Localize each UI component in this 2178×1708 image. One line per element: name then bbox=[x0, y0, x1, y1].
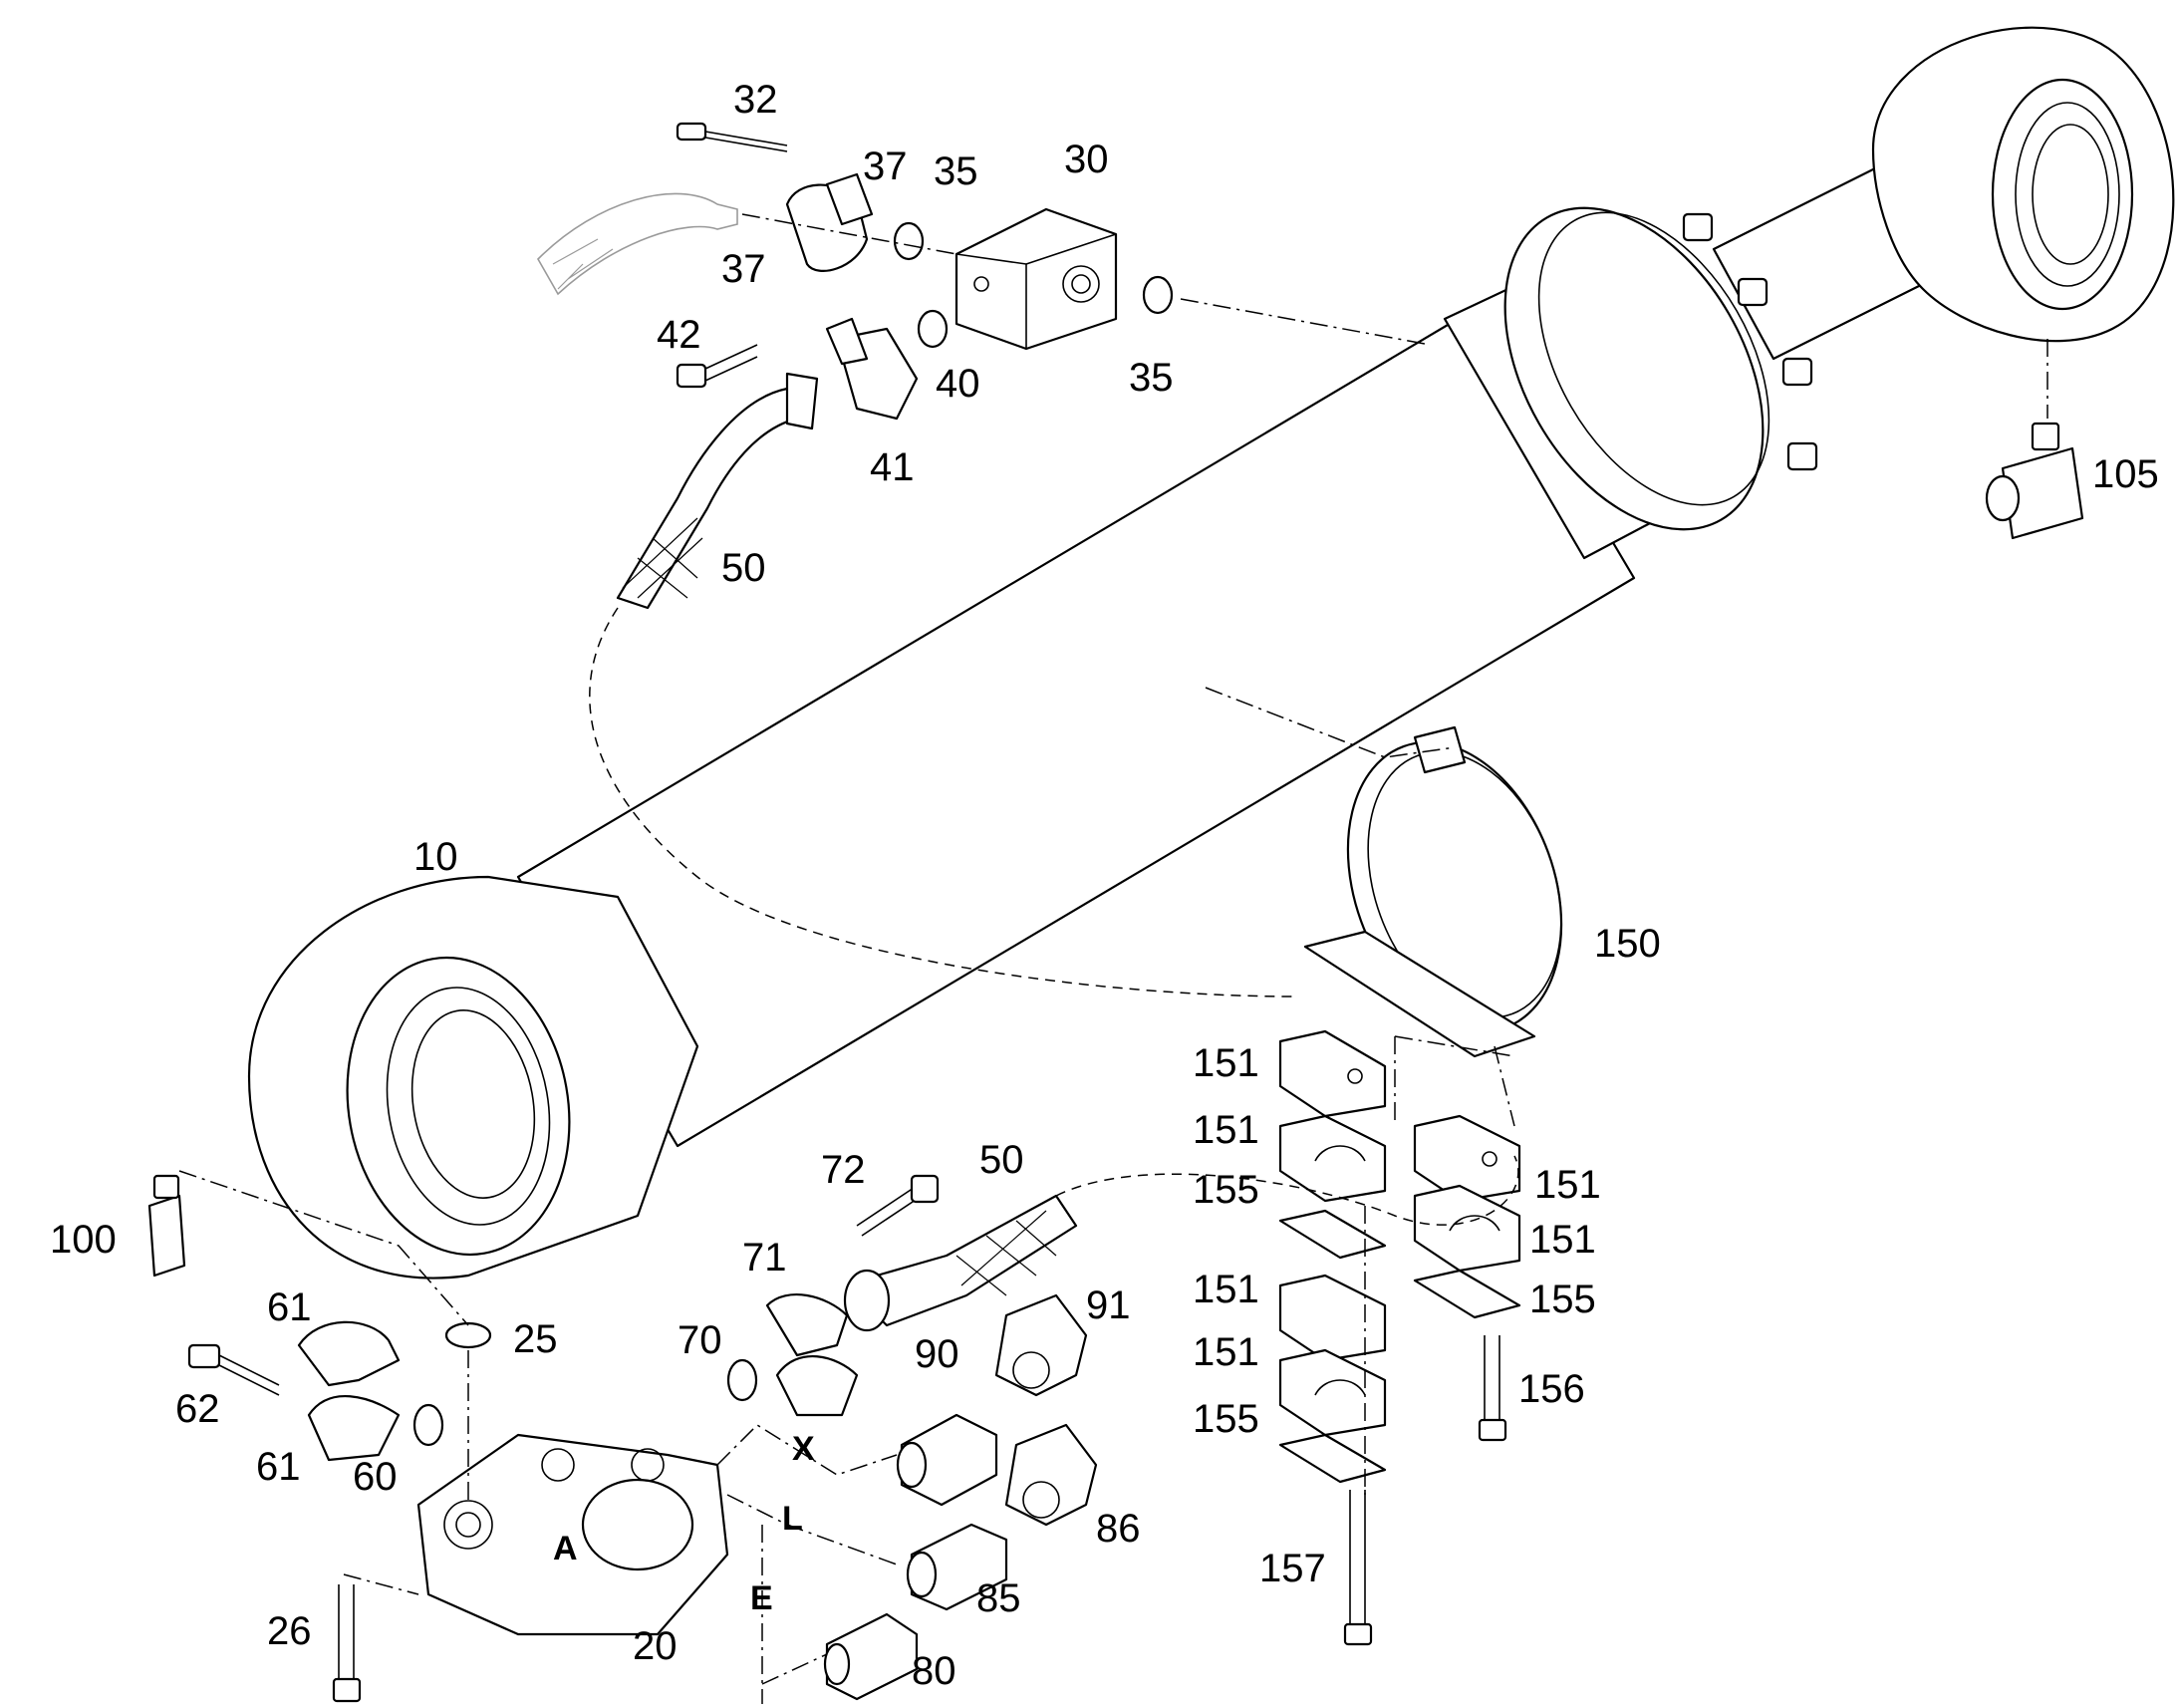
label-86: 86 bbox=[1096, 1507, 1141, 1551]
label-37-b: 37 bbox=[721, 247, 766, 291]
flange-clamp-61 bbox=[297, 1320, 401, 1462]
bolt-42 bbox=[676, 344, 758, 389]
label-42: 42 bbox=[657, 313, 701, 357]
label-156: 156 bbox=[1518, 1367, 1585, 1411]
label-85: 85 bbox=[976, 1576, 1021, 1620]
fitting-86 bbox=[1004, 1423, 1098, 1527]
label-157: 157 bbox=[1259, 1547, 1326, 1590]
bottom-eye bbox=[247, 875, 699, 1280]
label-151-c: 151 bbox=[1193, 1268, 1259, 1311]
oring-35-b bbox=[1142, 275, 1174, 315]
port-label-e: E bbox=[750, 1579, 773, 1617]
hose-fitting-block-30 bbox=[954, 207, 1118, 351]
label-150: 150 bbox=[1594, 922, 1661, 966]
label-41: 41 bbox=[870, 445, 915, 489]
clamp-block-151-c bbox=[1278, 1274, 1387, 1362]
fitting-80 bbox=[823, 1612, 919, 1701]
cylinder-head bbox=[1443, 206, 1818, 560]
label-80: 80 bbox=[912, 1649, 956, 1693]
rod-eye bbox=[1871, 26, 2175, 343]
port-label-l: L bbox=[782, 1500, 803, 1538]
label-10: 10 bbox=[413, 835, 458, 879]
clamp-plate-155-b bbox=[1278, 1433, 1387, 1484]
clamp-block-151-a bbox=[1278, 1029, 1387, 1118]
oring-35-a bbox=[893, 221, 925, 261]
leader-lines bbox=[178, 213, 2048, 1704]
ghost-hose bbox=[537, 192, 738, 296]
label-32: 32 bbox=[733, 78, 778, 122]
clamp-block-151-f bbox=[1413, 1184, 1521, 1273]
label-90: 90 bbox=[915, 1332, 959, 1376]
bolt-156 bbox=[1478, 1335, 1507, 1442]
oring-60 bbox=[412, 1403, 444, 1447]
label-50-b: 50 bbox=[979, 1138, 1024, 1182]
label-105: 105 bbox=[2092, 452, 2159, 496]
fitting-91 bbox=[994, 1293, 1088, 1397]
part-labels: 10 20 25 26 30 32 35 35 37 37 40 41 42 5… bbox=[50, 78, 2159, 1693]
label-50-a: 50 bbox=[721, 546, 766, 590]
oring-25 bbox=[444, 1321, 492, 1349]
fitting-105 bbox=[1985, 422, 2084, 540]
oring-70 bbox=[726, 1358, 758, 1402]
port-label-x: X bbox=[792, 1430, 815, 1468]
label-25: 25 bbox=[513, 1317, 558, 1361]
bolt-32 bbox=[676, 122, 788, 152]
flange-clamp-71 bbox=[765, 1293, 859, 1417]
label-155-b: 155 bbox=[1529, 1278, 1596, 1321]
label-70: 70 bbox=[678, 1318, 722, 1362]
bolt-26 bbox=[332, 1584, 362, 1703]
label-61-b: 61 bbox=[256, 1445, 301, 1489]
clamp-plate-155-c bbox=[1413, 1269, 1521, 1319]
clamp-150 bbox=[1303, 725, 1563, 1058]
label-26: 26 bbox=[267, 1609, 312, 1653]
label-40: 40 bbox=[936, 362, 980, 406]
bolt-62 bbox=[187, 1343, 280, 1396]
hose-50-bottom bbox=[843, 1194, 1078, 1332]
label-30: 30 bbox=[1064, 138, 1109, 181]
label-60: 60 bbox=[353, 1455, 398, 1499]
label-35-b: 35 bbox=[1129, 356, 1174, 400]
label-35-a: 35 bbox=[934, 149, 978, 193]
label-151-b: 151 bbox=[1193, 1108, 1259, 1152]
label-20: 20 bbox=[633, 1624, 678, 1668]
label-71: 71 bbox=[742, 1236, 787, 1280]
label-155-a: 155 bbox=[1193, 1168, 1259, 1212]
label-91: 91 bbox=[1086, 1283, 1131, 1327]
bolt-72 bbox=[856, 1174, 940, 1237]
clamp-plate-155-a bbox=[1278, 1209, 1387, 1260]
flange-clamp-41 bbox=[825, 317, 919, 421]
label-155-c: 155 bbox=[1193, 1397, 1259, 1441]
label-61-a: 61 bbox=[267, 1285, 312, 1329]
clamp-block-151-d bbox=[1278, 1348, 1387, 1437]
label-151-d: 151 bbox=[1193, 1330, 1259, 1374]
fitting-100 bbox=[147, 1174, 186, 1278]
label-37-a: 37 bbox=[863, 144, 908, 188]
oring-40 bbox=[917, 309, 949, 349]
fitting-85 bbox=[906, 1523, 1008, 1611]
label-72: 72 bbox=[821, 1148, 866, 1192]
hose-50-top bbox=[616, 372, 819, 610]
valve-block-20: A bbox=[416, 1433, 729, 1636]
label-151-e: 151 bbox=[1534, 1163, 1601, 1207]
bolt-157 bbox=[1343, 1490, 1373, 1646]
fitting-90 bbox=[896, 1413, 998, 1507]
label-62: 62 bbox=[175, 1387, 220, 1431]
label-151-a: 151 bbox=[1193, 1041, 1259, 1085]
clamp-block-151-b bbox=[1278, 1114, 1387, 1203]
label-151-f: 151 bbox=[1529, 1218, 1596, 1262]
port-label-a: A bbox=[553, 1530, 578, 1567]
flange-clamp-37 bbox=[785, 172, 874, 272]
label-100: 100 bbox=[50, 1218, 117, 1262]
clamp-block-151-e bbox=[1413, 1114, 1521, 1203]
